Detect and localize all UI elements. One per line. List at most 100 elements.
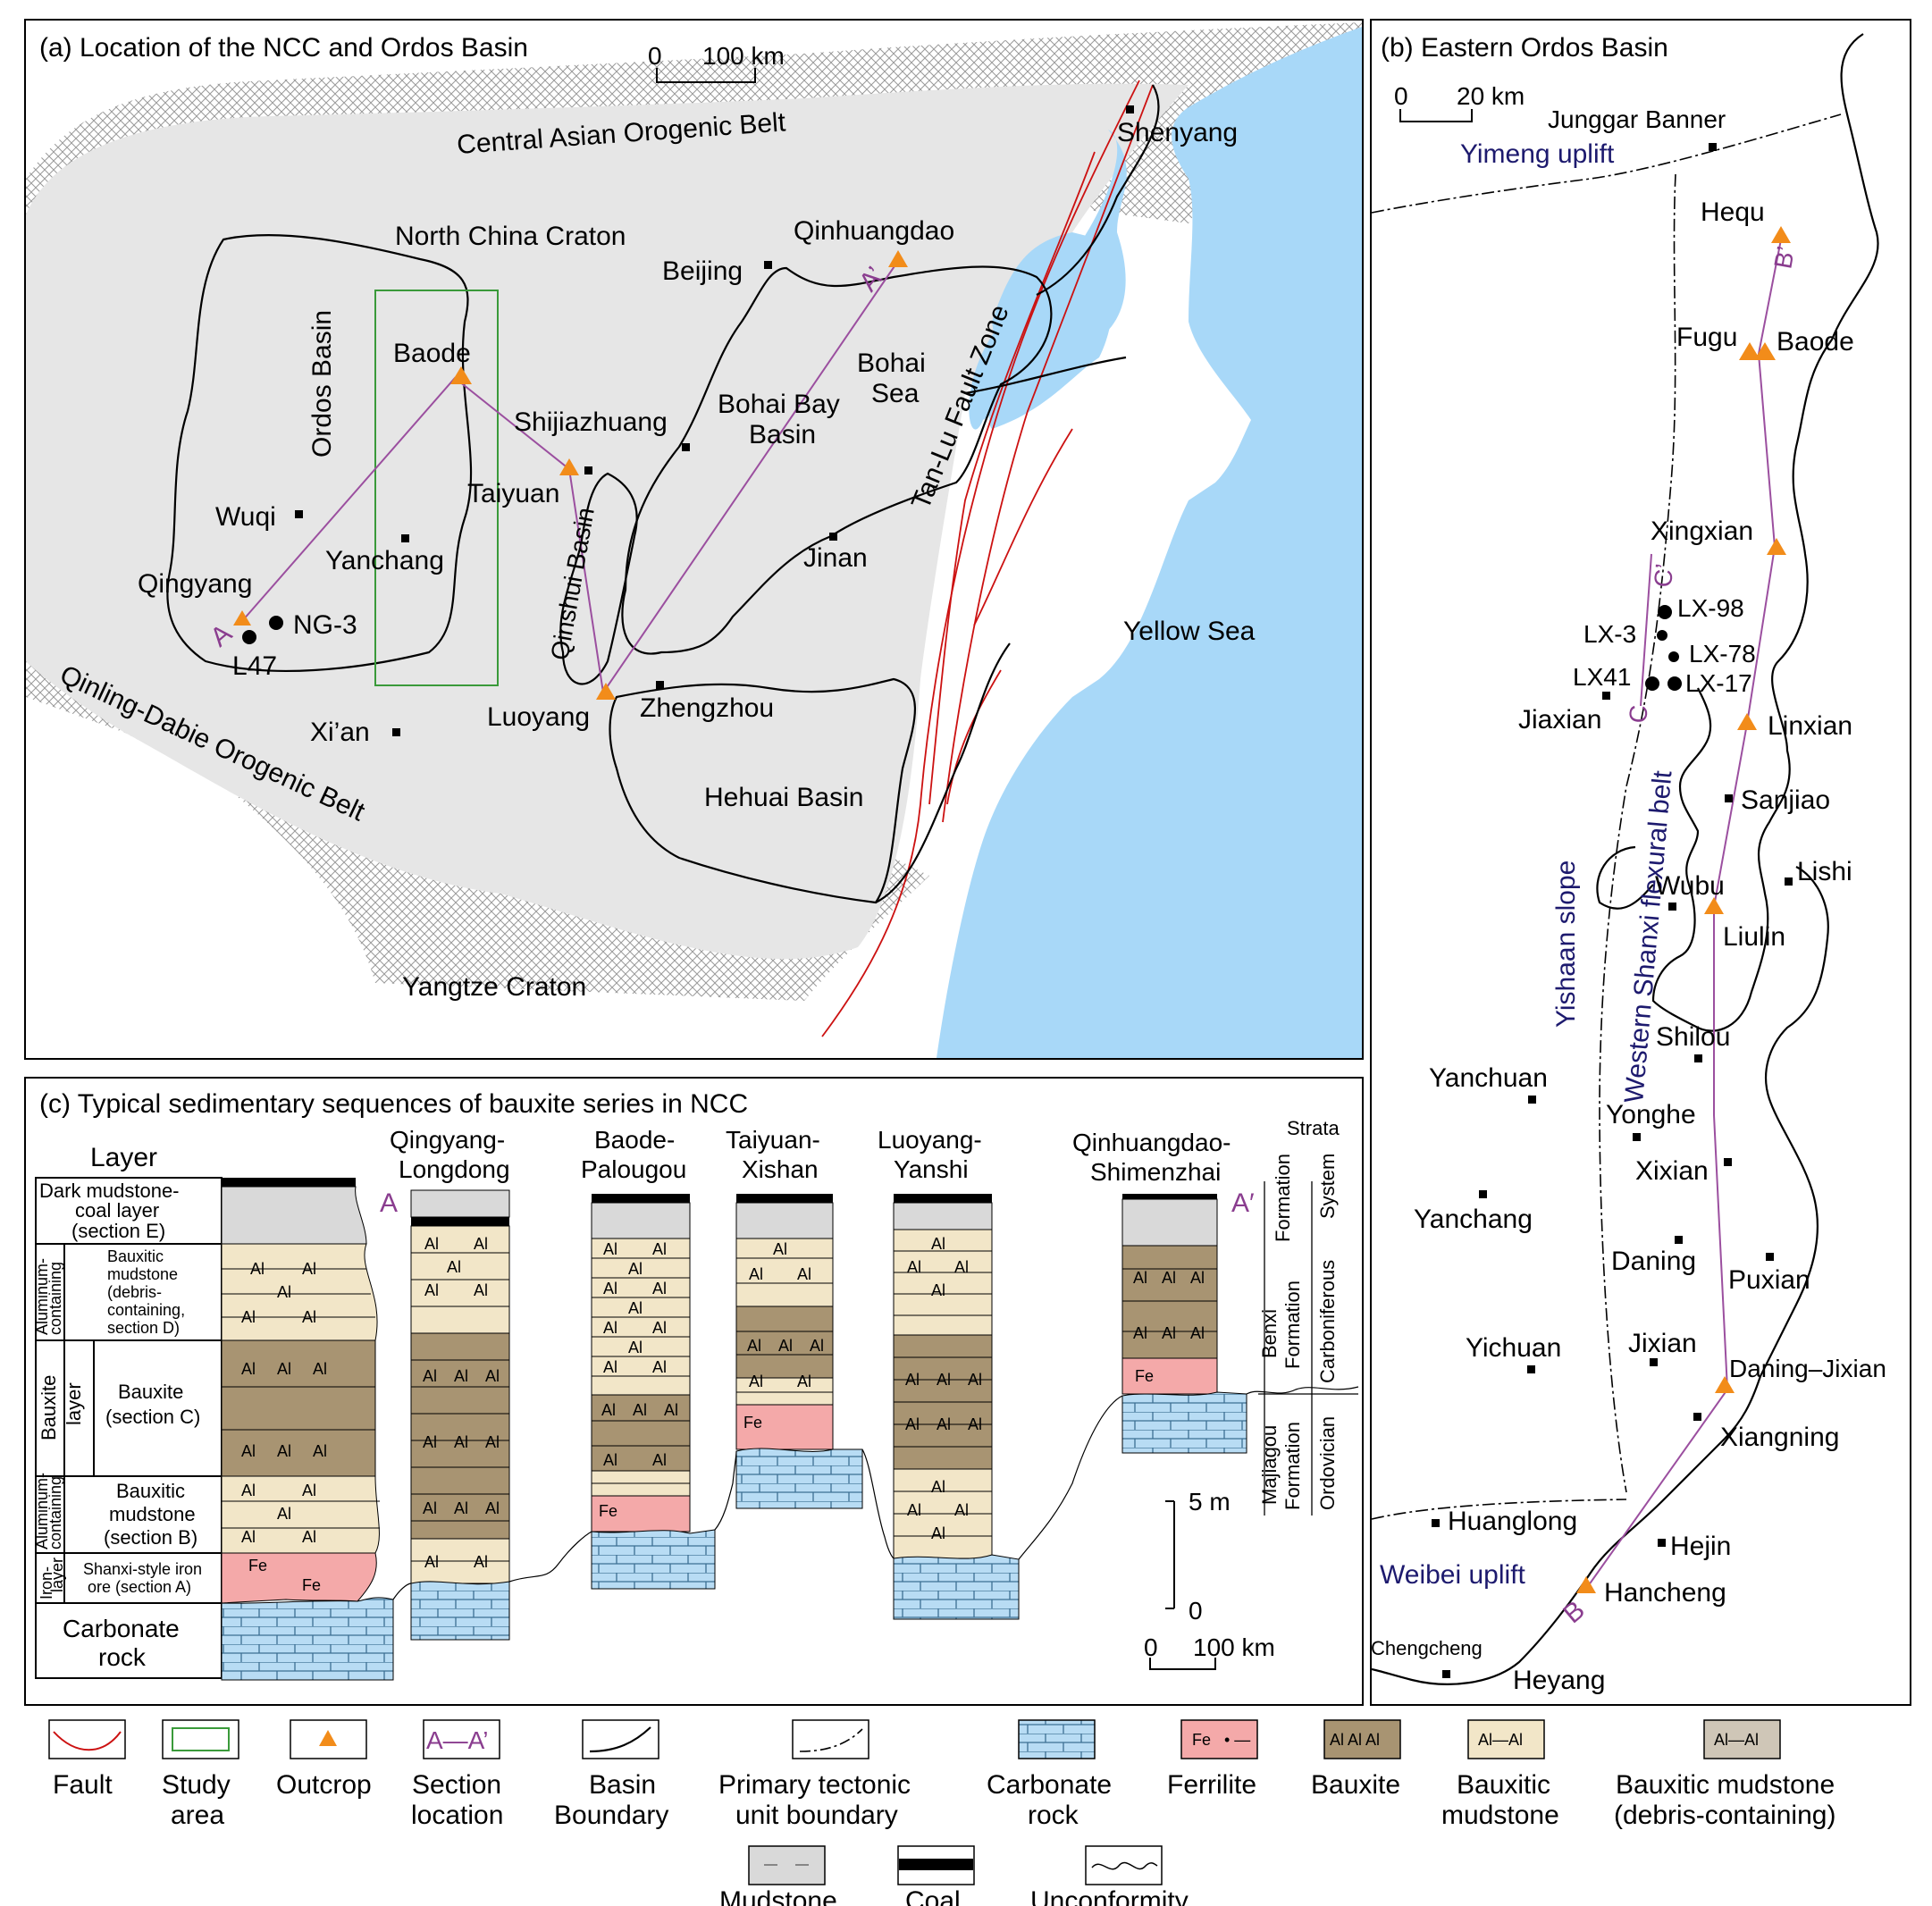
legend-carbonate: Carbonate rock [987,1719,1112,1830]
layer-head: Layer [90,1143,157,1172]
strata-head: Strata [1287,1117,1340,1139]
svg-text:Al: Al [907,1501,921,1519]
svg-text:• —: • — [1224,1731,1250,1749]
place-fugu: Fugu [1676,323,1737,352]
layer-d-3: (debris- [107,1283,162,1301]
column-name-baode-1: Baode- [594,1126,675,1154]
svg-text:Al: Al [954,1501,969,1519]
city-marker-icon [1527,1365,1535,1373]
outcrop-icon [888,250,908,267]
city-marker-icon [1528,1096,1536,1104]
unit-yimeng: Yimeng uplift [1460,139,1615,169]
city-jinan: Jinan [803,543,868,573]
layer-d-side-2: containing [46,1262,64,1335]
fault-line [942,84,1154,823]
city-marker-icon [1724,1158,1732,1166]
outcrop-icon [559,458,579,475]
panel-b-title: (b) Eastern Ordos Basin [1381,33,1668,63]
legend-basin-boundary: Basin Boundary [554,1719,668,1830]
svg-text:Bauxitic mudstone: Bauxitic mudstone [1616,1770,1835,1800]
svg-text:Al: Al [937,1415,951,1433]
layer-base-2: rock [98,1643,147,1671]
formation-head: Formation [1272,1154,1294,1242]
layer-b-1: Bauxitic [116,1480,185,1502]
svg-text:Al: Al [313,1360,327,1378]
outcrop-icon [1715,1376,1735,1393]
svg-text:Al: Al [423,1433,437,1451]
svg-text:Al: Al [905,1415,920,1433]
svg-text:Al: Al [810,1337,824,1355]
svg-text:Bauxitic: Bauxitic [1457,1770,1550,1800]
column-name-qingyang-2: Longdong [399,1155,510,1183]
place-sanjiao: Sanjiao [1741,785,1830,815]
svg-text:Al: Al [603,1319,617,1337]
layer-c-side-1: Bauxite [38,1375,60,1440]
svg-text:Al: Al [447,1258,461,1276]
city-shijiazhuang: Shijiazhuang [514,407,668,437]
svg-text:Mudstone: Mudstone [719,1886,837,1906]
layer-d-side-1: Aluminum- [33,1258,51,1335]
place-daning-jixian: Daning–Jixian [1729,1355,1886,1382]
city-wuqi: Wuqi [215,502,276,532]
fault-line [928,151,1096,805]
place-hequ: Hequ [1701,197,1765,227]
outcrop-icon [233,610,251,626]
svg-text:Al: Al [797,1265,811,1283]
place-chengcheng: Chengcheng [1371,1637,1483,1659]
place-heyang: Heyang [1513,1666,1605,1695]
svg-text:Al: Al [424,1281,439,1299]
place-yichuan: Yichuan [1466,1333,1561,1363]
outcrop-icon [450,366,472,384]
svg-text:Boundary: Boundary [554,1801,668,1830]
layer-b-2: mudstone [109,1503,196,1525]
place-linxian: Linxian [1768,711,1852,741]
city-zhengzhou: Zhengzhou [640,693,774,723]
label-yellow-sea: Yellow Sea [1123,617,1256,646]
svg-text:Al: Al [423,1367,437,1385]
city-marker-icon [1668,903,1676,911]
legend-fault: Fault [48,1719,126,1800]
legend-bauxitic-mudstone: Al—Al Bauxitic mudstone [1441,1719,1559,1830]
layer-b-side-2: containing [46,1476,64,1549]
legend-tectonic-boundary: Primary tectonic unit boundary [718,1719,911,1830]
place-huanglong: Huanglong [1448,1507,1577,1536]
svg-text:Basin: Basin [589,1770,656,1800]
legend-coal: Coal [897,1845,975,1906]
svg-text:Al: Al [1162,1324,1176,1342]
place-wubu: Wubu [1655,871,1725,901]
svg-text:Al: Al [603,1451,617,1469]
svg-text:A—A’: A—A’ [426,1726,489,1754]
layer-c-side-2: layer [63,1382,85,1425]
layer-base-1: Carbonate [63,1615,180,1642]
svg-text:Al: Al [241,1442,256,1460]
city-marker-icon [1675,1236,1683,1244]
svg-text:Al: Al [633,1401,647,1419]
svg-text:Al: Al [485,1433,500,1451]
svg-text:Study: Study [162,1770,231,1800]
svg-text:Al: Al [954,1258,969,1276]
svg-text:location: location [411,1801,503,1830]
svg-text:Unconformity: Unconformity [1030,1886,1189,1906]
svg-text:Fe: Fe [248,1557,267,1574]
svg-text:Al: Al [313,1442,327,1460]
svg-text:Al: Al [277,1360,291,1378]
layer-d-5: section D) [107,1319,180,1337]
svg-text:Al: Al [241,1360,256,1378]
svg-text:Al: Al [628,1299,643,1317]
svg-text:Al: Al [423,1499,437,1517]
legend-bauxitic-mudstone-debris: Al—Al Bauxitic mudstone (debris-containi… [1614,1719,1835,1830]
layer-b-3: (section B) [104,1526,197,1549]
legend-ferrilite: Fe • — Ferrilite [1167,1719,1258,1800]
label-ordos: Ordos Basin [307,310,337,458]
svg-text:Coal: Coal [905,1886,961,1906]
borehole-ng3: NG-3 [293,610,357,640]
city-marker-icon [1693,1413,1701,1421]
place-lx98: LX-98 [1677,594,1744,622]
place-jixian: Jixian [1628,1329,1697,1358]
city-marker-icon [1709,143,1717,151]
layer-a-side-2: layer [48,1558,66,1592]
outcrop-icon [1771,226,1791,243]
city-marker-icon [1602,692,1610,700]
svg-text:Al: Al [474,1553,488,1571]
basin-boundary-east [1651,33,1879,1032]
